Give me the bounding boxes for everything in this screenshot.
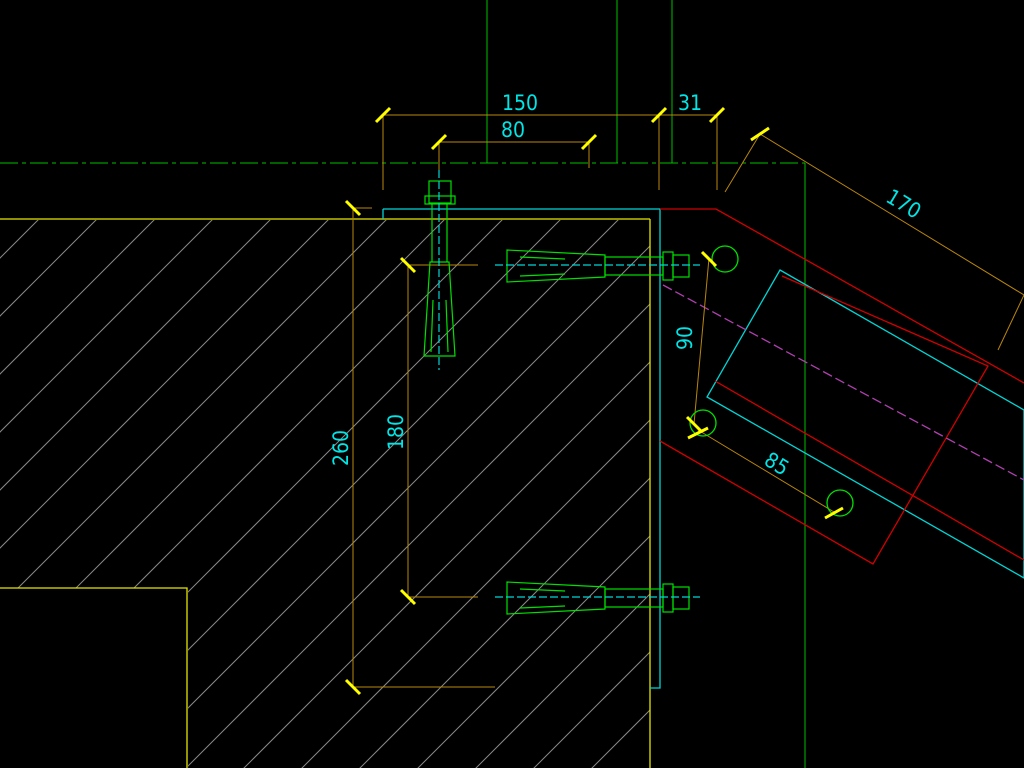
hatch-line bbox=[443, 220, 650, 768]
hatch-line bbox=[327, 220, 650, 768]
hatch-line bbox=[0, 220, 391, 768]
hatch-line bbox=[0, 220, 507, 768]
dim-31: 31 bbox=[678, 91, 702, 115]
dim-90: 90 bbox=[673, 326, 697, 350]
dim-80: 80 bbox=[501, 118, 525, 142]
dim-150: 150 bbox=[502, 91, 538, 115]
anchor-bolt-upper bbox=[495, 249, 700, 283]
hatch-line bbox=[385, 220, 650, 768]
steel-plate bbox=[382, 208, 1024, 689]
dim-260: 260 bbox=[329, 430, 353, 466]
hatch-line bbox=[501, 220, 650, 768]
hatch-line bbox=[153, 220, 650, 768]
dimension-lines bbox=[352, 114, 1024, 688]
hatch-line bbox=[211, 220, 650, 768]
hatch-line bbox=[0, 220, 449, 768]
anchor-bolt-lower bbox=[495, 581, 700, 615]
inclined-red-plate bbox=[659, 208, 1024, 565]
hatch-line bbox=[0, 220, 565, 768]
anchor-bolt-vertical bbox=[423, 170, 456, 370]
hatch-line bbox=[95, 220, 650, 768]
wall-outline bbox=[0, 218, 651, 768]
dim-180: 180 bbox=[384, 414, 408, 450]
hatch-line bbox=[269, 220, 650, 768]
green-grid-lines bbox=[0, 0, 806, 768]
bolt-holes bbox=[689, 245, 854, 517]
dimension-ticks bbox=[344, 106, 844, 696]
